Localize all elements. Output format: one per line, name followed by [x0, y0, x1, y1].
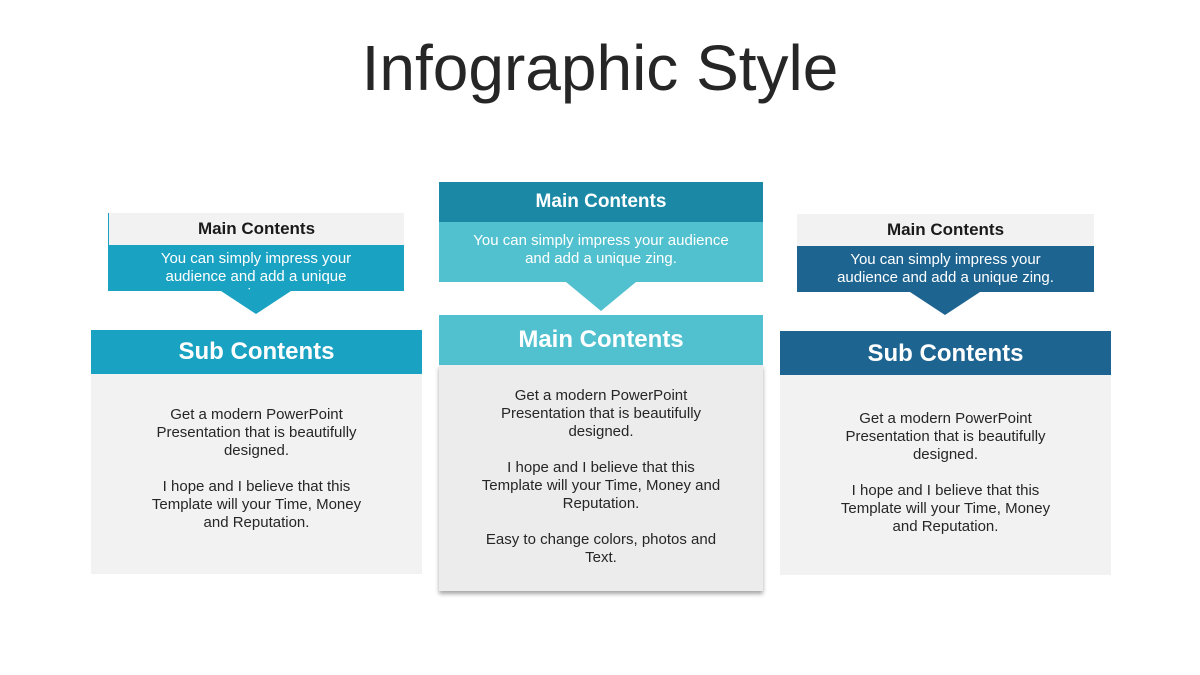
left-callout-text: You can simply impress your audience and… [108, 245, 404, 303]
left-callout-title: Main Contents [108, 213, 404, 245]
right-content-panel: Get a modern PowerPoint Presentation tha… [780, 375, 1111, 575]
right-callout-text: You can simply impress your audience and… [797, 246, 1094, 292]
left-paragraph-1: Get a modern PowerPoint Presentation tha… [156, 406, 357, 459]
center-callout-title: Main Contents [439, 182, 763, 222]
center-main-header: Main Contents [439, 315, 763, 365]
left-content-panel: Get a modern PowerPoint Presentation tha… [91, 374, 422, 574]
right-sub-header: Sub Contents [780, 331, 1111, 375]
slide-title: Infographic Style [361, 32, 839, 104]
left-callout-arrow [221, 291, 291, 314]
right-paragraph-1: Get a modern PowerPoint Presentation tha… [845, 410, 1046, 463]
center-callout-arrow [566, 282, 636, 311]
center-paragraph-1: Get a modern PowerPoint Presentation tha… [500, 387, 702, 440]
left-paragraph-2: I hope and I believe that this Template … [151, 478, 362, 531]
center-paragraph-2: I hope and I believe that this Template … [481, 459, 721, 512]
right-paragraph-2: I hope and I believe that this Template … [840, 482, 1051, 535]
center-content-panel: Get a modern PowerPoint Presentation tha… [439, 365, 763, 591]
center-paragraph-3: Easy to change colors, photos and Text. [485, 531, 717, 566]
left-sub-header: Sub Contents [91, 330, 422, 374]
center-callout-text: You can simply impress your audience and… [439, 222, 763, 282]
right-callout-title: Main Contents [797, 214, 1094, 246]
right-callout-arrow [910, 292, 980, 315]
